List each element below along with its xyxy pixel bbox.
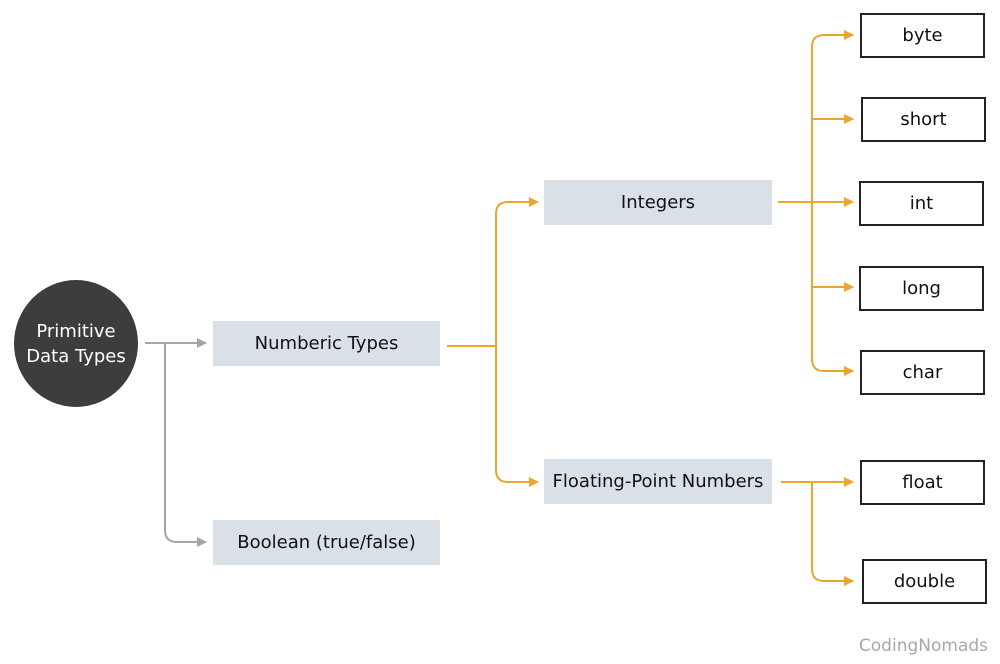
brand-watermark: CodingNomads <box>858 636 988 656</box>
root-label-line1: Primitive <box>36 320 116 342</box>
arrow-to-char <box>811 202 854 376</box>
numeric-connectors <box>447 197 539 487</box>
floating-point-node: Floating-Point Numbers <box>544 459 772 504</box>
leaf-short: short <box>861 97 986 142</box>
boolean-node: Boolean (true/false) <box>213 520 440 565</box>
floating-connectors <box>781 477 854 586</box>
leaf-long: long <box>859 266 984 311</box>
root-connectors <box>145 338 207 547</box>
leaf-double: double <box>862 559 987 604</box>
integers-node: Integers <box>544 180 772 225</box>
arrow-to-double <box>811 482 854 586</box>
root-label-line2: Data Types <box>26 345 126 367</box>
arrow-to-integers <box>495 197 539 346</box>
arrow-to-floating <box>495 346 539 487</box>
leaf-byte: byte <box>860 13 985 58</box>
arrow-to-byte <box>811 30 854 202</box>
root-node-primitive-data-types: Primitive Data Types <box>14 280 138 407</box>
leaf-float: float <box>860 460 985 505</box>
leaf-int: int <box>859 181 984 226</box>
numeric-types-node: Numberic Types <box>213 321 440 366</box>
arrow-to-boolean <box>164 343 207 547</box>
leaf-char: char <box>860 350 985 395</box>
integer-connectors <box>778 30 854 376</box>
